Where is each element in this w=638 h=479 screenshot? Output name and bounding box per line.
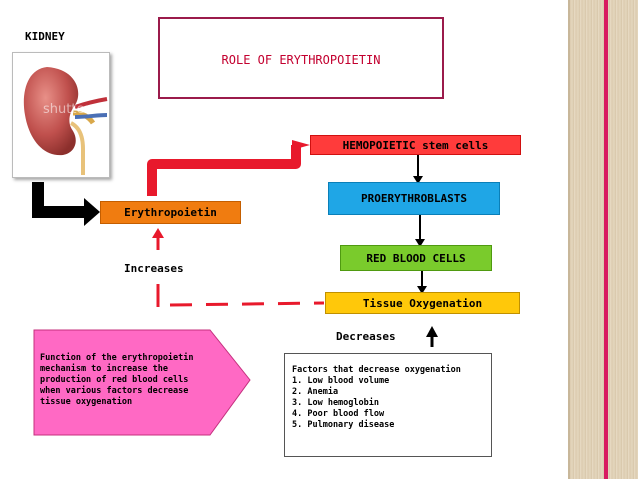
- function-note: Function of the erythropoietin mechanism…: [40, 353, 230, 408]
- title-box: ROLE OF ERYTHROPOIETIN: [158, 17, 444, 99]
- page-title: ROLE OF ERYTHROPOIETIN: [221, 53, 381, 67]
- strip-edge: [568, 0, 570, 479]
- hemopoietic-stem-cells-node: HEMOPOIETIC stem cells: [310, 135, 521, 155]
- function-note-line: mechanism to increase the: [40, 364, 168, 374]
- feedback-dash-horizontal: [169, 301, 325, 307]
- erythropoietin-node: Erythropoietin: [100, 201, 241, 224]
- factors-heading: Factors that decrease oxygenation: [292, 365, 461, 375]
- increases-label: Increases: [124, 262, 184, 275]
- kidney-to-epo-arrowhead: [84, 198, 100, 226]
- factor-item: 3. Low hemoglobin: [292, 398, 379, 408]
- red-blood-cells-node: RED BLOOD CELLS: [340, 245, 492, 271]
- function-note-line: tissue oxygenation: [40, 397, 133, 407]
- factor-item: 1. Low blood volume: [292, 376, 390, 386]
- kidney-to-epo-arrow: [32, 182, 86, 218]
- factor-item: 5. Pulmonary disease: [292, 420, 395, 430]
- function-note-line: when various factors decrease: [40, 386, 189, 396]
- tissue-oxygenation-node: Tissue Oxygenation: [325, 292, 520, 314]
- factor-item: 4. Poor blood flow: [292, 409, 385, 419]
- accent-bar: [604, 0, 608, 479]
- kidney-icon: shutterst: [23, 67, 108, 175]
- factors-box: Factors that decrease oxygenation 1. Low…: [284, 353, 492, 457]
- epo-to-hemo-arrowhead: [292, 140, 310, 150]
- kidney-label: KIDNEY: [25, 30, 65, 43]
- proerythroblasts-node: PROERYTHROBLASTS: [328, 182, 500, 215]
- watermark-text: shutterst: [43, 102, 102, 117]
- decorative-strip: [568, 0, 638, 479]
- kidney-image: shutterst: [12, 52, 110, 178]
- epo-to-hemo-arrow: [147, 145, 301, 196]
- factor-item: 2. Anemia: [292, 387, 339, 397]
- function-note-line: production of red blood cells: [40, 375, 189, 385]
- decreases-label: Decreases: [336, 330, 396, 343]
- function-callout: [33, 329, 251, 436]
- function-note-line: Function of the erythropoietin: [40, 353, 194, 363]
